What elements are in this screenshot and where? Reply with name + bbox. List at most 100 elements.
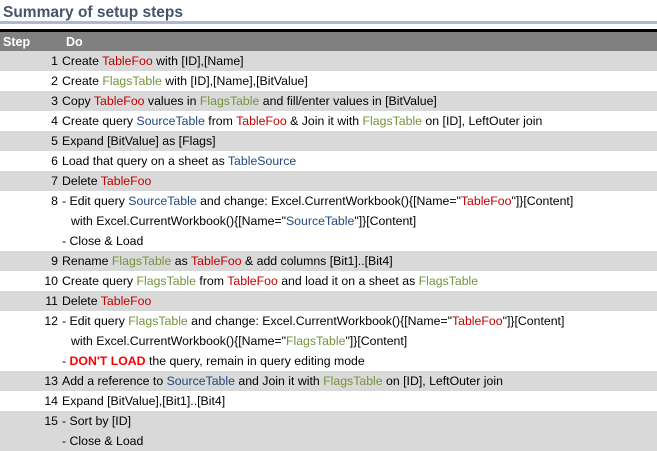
step-text: Add a reference to: [62, 374, 167, 388]
step-text: Create: [62, 74, 103, 88]
step-text: and Join it with: [234, 374, 324, 388]
step-number: 7: [51, 174, 58, 188]
step-line: - Edit query FlagsTable and change: Exce…: [62, 311, 657, 331]
step-line: - Edit query SourceTable and change: Exc…: [62, 191, 657, 211]
highlighted-name: DON'T LOAD: [69, 354, 146, 368]
step-text: Create query: [62, 274, 137, 288]
highlighted-name: FlagsTable: [362, 114, 423, 128]
step-text: Copy: [62, 94, 94, 108]
step-line: Expand [BitValue],[Bit1]..[Bit4]: [62, 391, 657, 411]
highlighted-name: FlagsTable: [199, 94, 260, 108]
table-row[interactable]: 8 - Edit query SourceTable and change: Ex…: [0, 191, 657, 251]
step-text: from: [195, 274, 228, 288]
step-text: and fill/enter values in [BitValue]: [259, 94, 437, 108]
step-text: Delete: [62, 174, 101, 188]
header-step: Step: [3, 34, 31, 49]
table-row[interactable]: 15 - Sort by [ID] - Close & Load: [0, 411, 657, 451]
highlighted-name: TableFoo: [93, 94, 145, 108]
highlighted-name: FlagsTable: [323, 374, 383, 388]
table-row[interactable]: 9 Rename FlagsTable as TableFoo & add col…: [0, 251, 657, 271]
step-text: and change: Excel.CurrentWorkbook(){[Nam…: [187, 314, 452, 328]
highlighted-name: TableFoo: [236, 114, 287, 128]
step-number: 6: [51, 154, 58, 168]
table-row[interactable]: 12- Edit query FlagsTable and change: Ex…: [0, 311, 657, 371]
step-text: with [ID],[Name]: [152, 54, 244, 68]
step-line: Create TableFoo with [ID],[Name]: [62, 51, 657, 71]
step-line: Expand [BitValue] as [Flags]: [62, 131, 657, 151]
highlighted-name: FlagsTable: [111, 254, 172, 268]
step-text: -: [62, 354, 70, 368]
step-line: - DON'T LOAD the query, remain in query …: [62, 351, 657, 371]
table-row[interactable]: 6 Load that query on a sheet as TableSour…: [0, 151, 657, 171]
highlighted-name: TableFoo: [227, 274, 278, 288]
step-line: Delete TableFoo: [62, 291, 657, 311]
highlighted-name: TableFoo: [102, 54, 153, 68]
step-number: 11: [45, 294, 58, 308]
highlighted-name: TableFoo: [100, 174, 152, 188]
highlighted-name: FlagsTable: [136, 274, 196, 288]
step-number: 2: [51, 74, 58, 88]
highlighted-name: TableFoo: [460, 194, 512, 208]
title-divider: [0, 24, 657, 32]
step-text: "]}[Content]: [345, 334, 408, 348]
step-text: as: [171, 254, 191, 268]
highlighted-name: FlagsTable: [102, 74, 162, 88]
highlighted-name: FlagsTable: [418, 274, 479, 288]
step-text: Expand [BitValue] as [Flags]: [62, 134, 216, 148]
step-text: Rename: [62, 254, 112, 268]
step-text: - Sort by [ID]: [62, 414, 132, 428]
table-row[interactable]: 4 Create query SourceTable from TableFoo …: [0, 111, 657, 131]
step-text: - Close & Load: [62, 434, 144, 448]
step-line: Delete TableFoo: [62, 171, 657, 191]
table-row[interactable]: 2 Create FlagsTable with [ID],[Name],[Bit…: [0, 71, 657, 91]
step-text: "]}[Content]: [354, 214, 417, 228]
step-number: 13: [44, 374, 58, 388]
step-number: 8: [51, 194, 58, 208]
highlighted-name: SourceTable: [166, 374, 235, 388]
step-text: with [ID],[Name],[BitValue]: [161, 74, 308, 88]
highlighted-name: TableFoo: [100, 294, 152, 308]
table-row[interactable]: 13 Add a reference to SourceTable and Joi…: [0, 371, 657, 391]
step-text: Delete: [62, 294, 101, 308]
step-text: and change: Excel.CurrentWorkbook(){[Nam…: [196, 194, 461, 208]
table-row[interactable]: 11 Delete TableFoo: [0, 291, 657, 311]
step-text: the query, remain in query editing mode: [145, 354, 365, 368]
step-number: 15: [44, 414, 58, 428]
step-line: Load that query on a sheet as TableSourc…: [62, 151, 657, 171]
table-row[interactable]: 5 Expand [BitValue] as [Flags]: [0, 131, 657, 151]
step-text: Create query: [62, 114, 137, 128]
step-line: - Close & Load: [62, 231, 657, 251]
highlighted-name: TableSource: [227, 154, 297, 168]
step-number: 14: [44, 394, 58, 408]
step-number: 9: [51, 254, 58, 268]
step-number: 4: [51, 114, 58, 128]
step-line: Add a reference to SourceTable and Join …: [62, 371, 657, 391]
step-line: Rename FlagsTable as TableFoo & add colu…: [62, 251, 657, 271]
step-text: Load that query on a sheet as: [62, 154, 228, 168]
step-text: "]}[Content]: [502, 314, 565, 328]
step-line: with Excel.CurrentWorkbook(){[Name="Sour…: [62, 211, 657, 231]
step-number: 5: [51, 134, 58, 148]
step-text: with Excel.CurrentWorkbook(){[Name=": [71, 214, 286, 228]
header-do: Do: [66, 34, 83, 49]
step-text: on [ID], LeftOuter join: [382, 374, 503, 388]
step-text: Create: [62, 54, 103, 68]
table-header: Step Do: [0, 32, 657, 51]
step-line: with Excel.CurrentWorkbook(){[Name="Flag…: [62, 331, 657, 351]
step-text: & Join it with: [286, 114, 363, 128]
sheet-title: Summary of setup steps: [0, 0, 657, 24]
highlighted-name: FlagsTable: [285, 334, 346, 348]
highlighted-name: FlagsTable: [128, 314, 188, 328]
step-line: Create FlagsTable with [ID],[Name],[BitV…: [62, 71, 657, 91]
step-line: Create query SourceTable from TableFoo &…: [62, 111, 657, 131]
step-text: values in: [144, 94, 200, 108]
table-row[interactable]: 14 Expand [BitValue],[Bit1]..[Bit4]: [0, 391, 657, 411]
step-line: Copy TableFoo values in FlagsTable and f…: [62, 91, 657, 111]
step-text: on [ID], LeftOuter join: [422, 114, 543, 128]
table-row[interactable]: 7 Delete TableFoo: [0, 171, 657, 191]
step-number: 10: [44, 274, 58, 288]
